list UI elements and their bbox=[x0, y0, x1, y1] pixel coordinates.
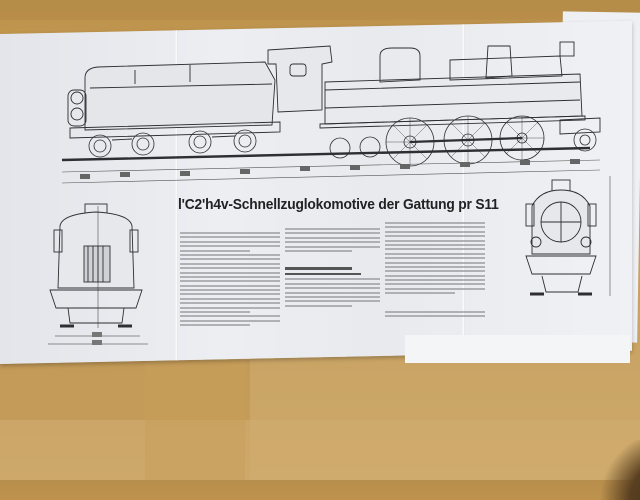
technical-data-column bbox=[385, 222, 485, 319]
wood-plank bbox=[145, 360, 245, 480]
drawing-title: l'C2'h4v-Schnellzuglokomotive der Gattun… bbox=[178, 196, 499, 213]
specs-column bbox=[285, 228, 380, 309]
front-view-drawing bbox=[520, 176, 620, 326]
wood-plank bbox=[250, 420, 640, 480]
rear-view-drawing bbox=[40, 198, 170, 348]
description-column bbox=[180, 232, 280, 329]
side-elevation-drawing bbox=[40, 20, 620, 195]
wood-plank bbox=[0, 0, 640, 20]
table-shadow bbox=[590, 440, 640, 500]
loose-paper-sheet bbox=[405, 335, 630, 363]
